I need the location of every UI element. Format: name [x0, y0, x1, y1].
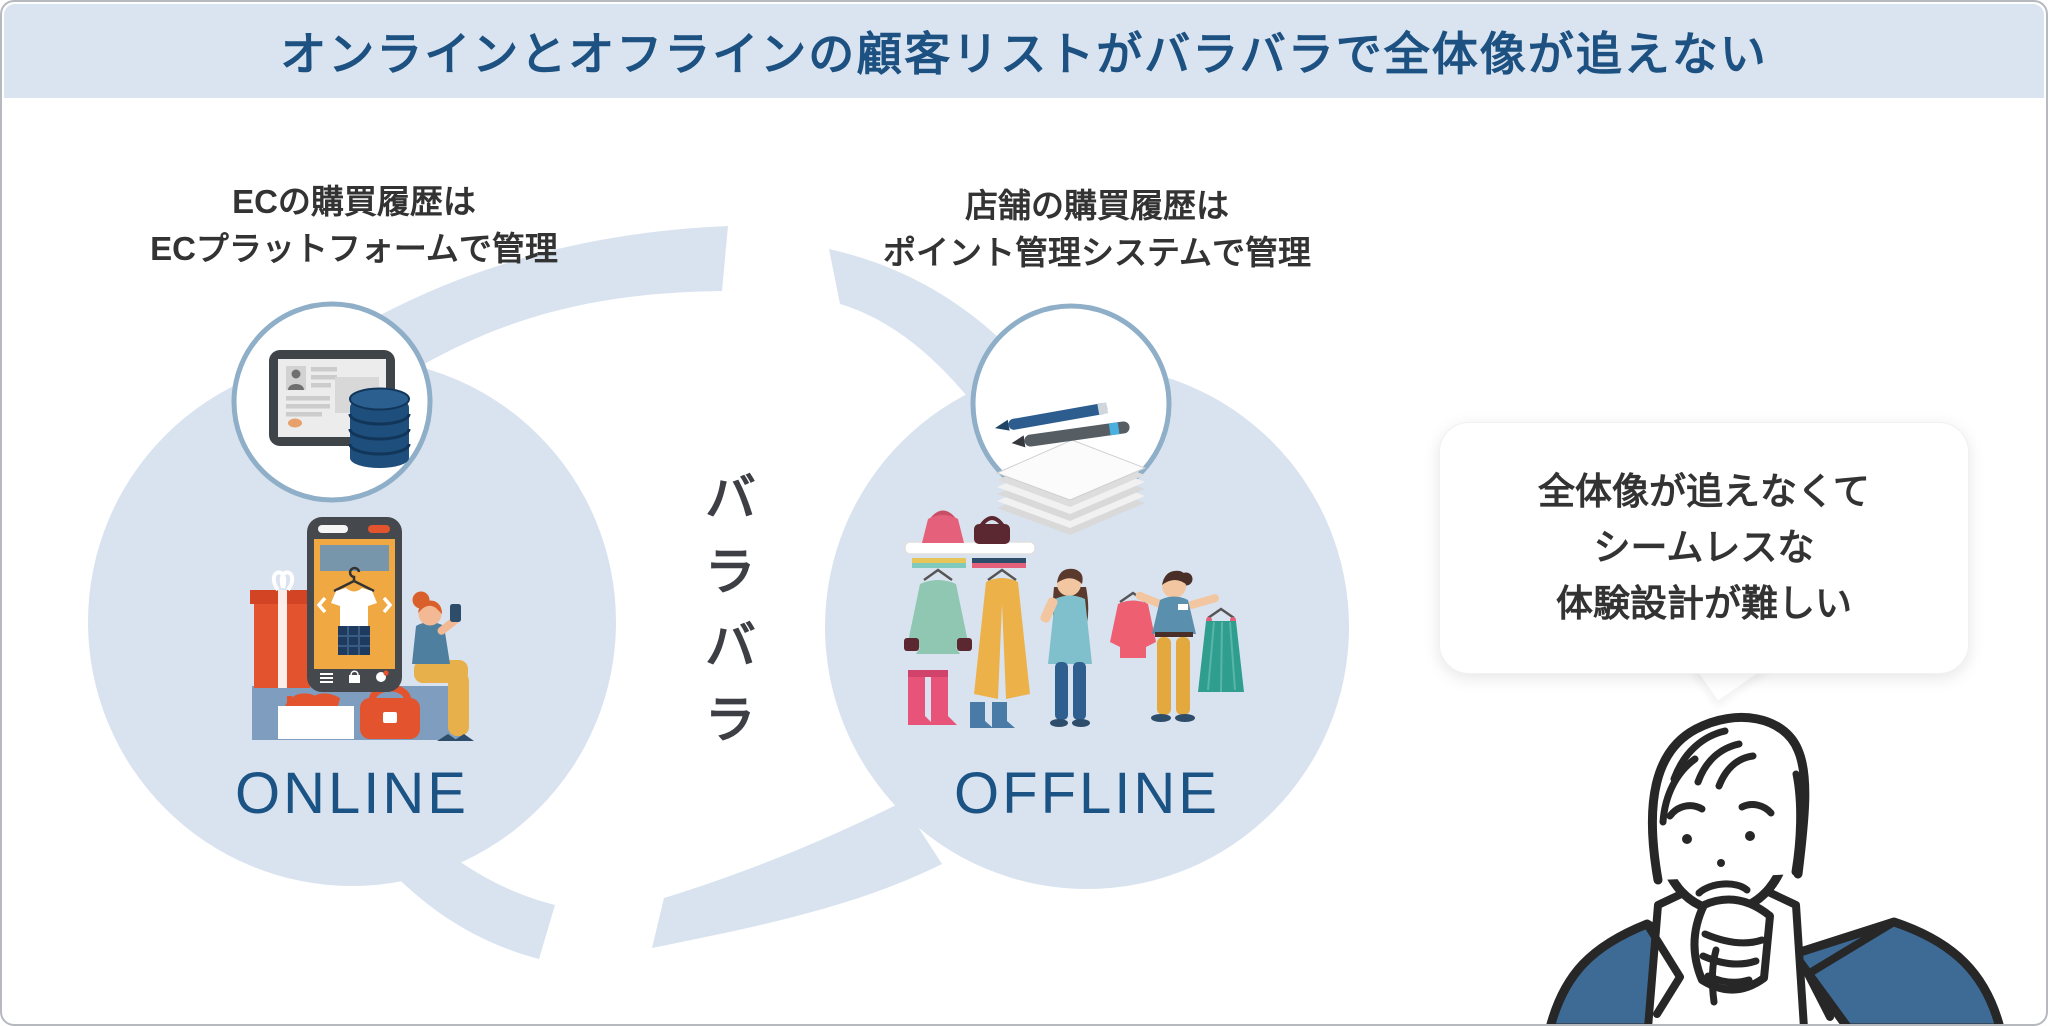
gray-pen-icon — [1011, 421, 1130, 448]
online-caption-line1: ECの購買履歴は — [232, 183, 476, 220]
brow-left — [1666, 802, 1706, 820]
online-label: ONLINE — [235, 761, 469, 826]
page-title: オンラインとオフラインの顧客リストがバラバラで全体像が追えない — [280, 28, 1768, 80]
eye-right — [1745, 831, 1755, 841]
mouth — [1695, 880, 1751, 897]
eye-left — [1682, 834, 1692, 844]
online-shopping-illustration — [250, 517, 474, 741]
teal-skirt-icon — [1198, 607, 1244, 693]
smartphone-icon — [307, 517, 402, 692]
bubble-line2: シームレスな — [1593, 527, 1815, 568]
lapel-left — [1643, 920, 1684, 1018]
hair-outline — [1647, 713, 1810, 885]
tablet-database-icon — [269, 350, 411, 468]
nose — [1717, 859, 1725, 867]
blue-boots-icon — [970, 702, 1015, 728]
clothing-store-illustration — [904, 510, 1244, 728]
pink-bag-icon — [922, 510, 964, 543]
shoe-box-icon — [278, 693, 354, 739]
offline-badge — [970, 303, 1172, 535]
hand-on-chin — [1690, 895, 1774, 1006]
brow-right — [1738, 801, 1775, 817]
blue-pen-icon — [994, 402, 1109, 431]
scattered-label: バラバラ — [696, 470, 754, 766]
database-icon — [348, 387, 411, 468]
yellow-coat-icon — [974, 568, 1030, 699]
offline-caption-line1: 店舗の購買履歴は — [965, 187, 1229, 224]
papers-pens-icon — [994, 402, 1147, 535]
pink-boots-icon — [908, 670, 957, 725]
offline-label: OFFLINE — [954, 761, 1220, 826]
clerk-woman-figure — [1135, 570, 1219, 722]
online-caption: ECの購買履歴は ECプラットフォームで管理 — [54, 178, 654, 272]
thinking-man-illustration — [1546, 713, 2004, 1024]
dark-handbag-icon — [974, 516, 1010, 544]
offline-caption: 店舗の購買履歴は ポイント管理システムで管理 — [797, 182, 1397, 276]
title-bar: オンラインとオフラインの顧客リストがバラバラで全体像が追えない — [4, 4, 2044, 98]
online-circle — [88, 226, 728, 959]
gift-box-icon — [250, 570, 314, 688]
customer-woman-figure — [1040, 568, 1092, 727]
online-ring-bottom-arc — [380, 820, 555, 959]
lapel-right — [1804, 918, 1898, 1021]
sitting-woman-figure — [412, 591, 474, 741]
bubble-line1: 全体像が追えなくて — [1538, 471, 1870, 512]
bubble-line3: 体験設計が難しい — [1556, 583, 1852, 624]
teal-dress-icon — [904, 568, 972, 654]
offline-ring-bottom-arc — [652, 802, 942, 948]
online-caption-line2: ECプラットフォームで管理 — [150, 230, 558, 267]
online-badge — [231, 301, 433, 503]
speech-bubble: 全体像が追えなくて シームレスな 体験設計が難しい — [1439, 422, 1969, 674]
offline-caption-line2: ポイント管理システムで管理 — [882, 234, 1311, 271]
